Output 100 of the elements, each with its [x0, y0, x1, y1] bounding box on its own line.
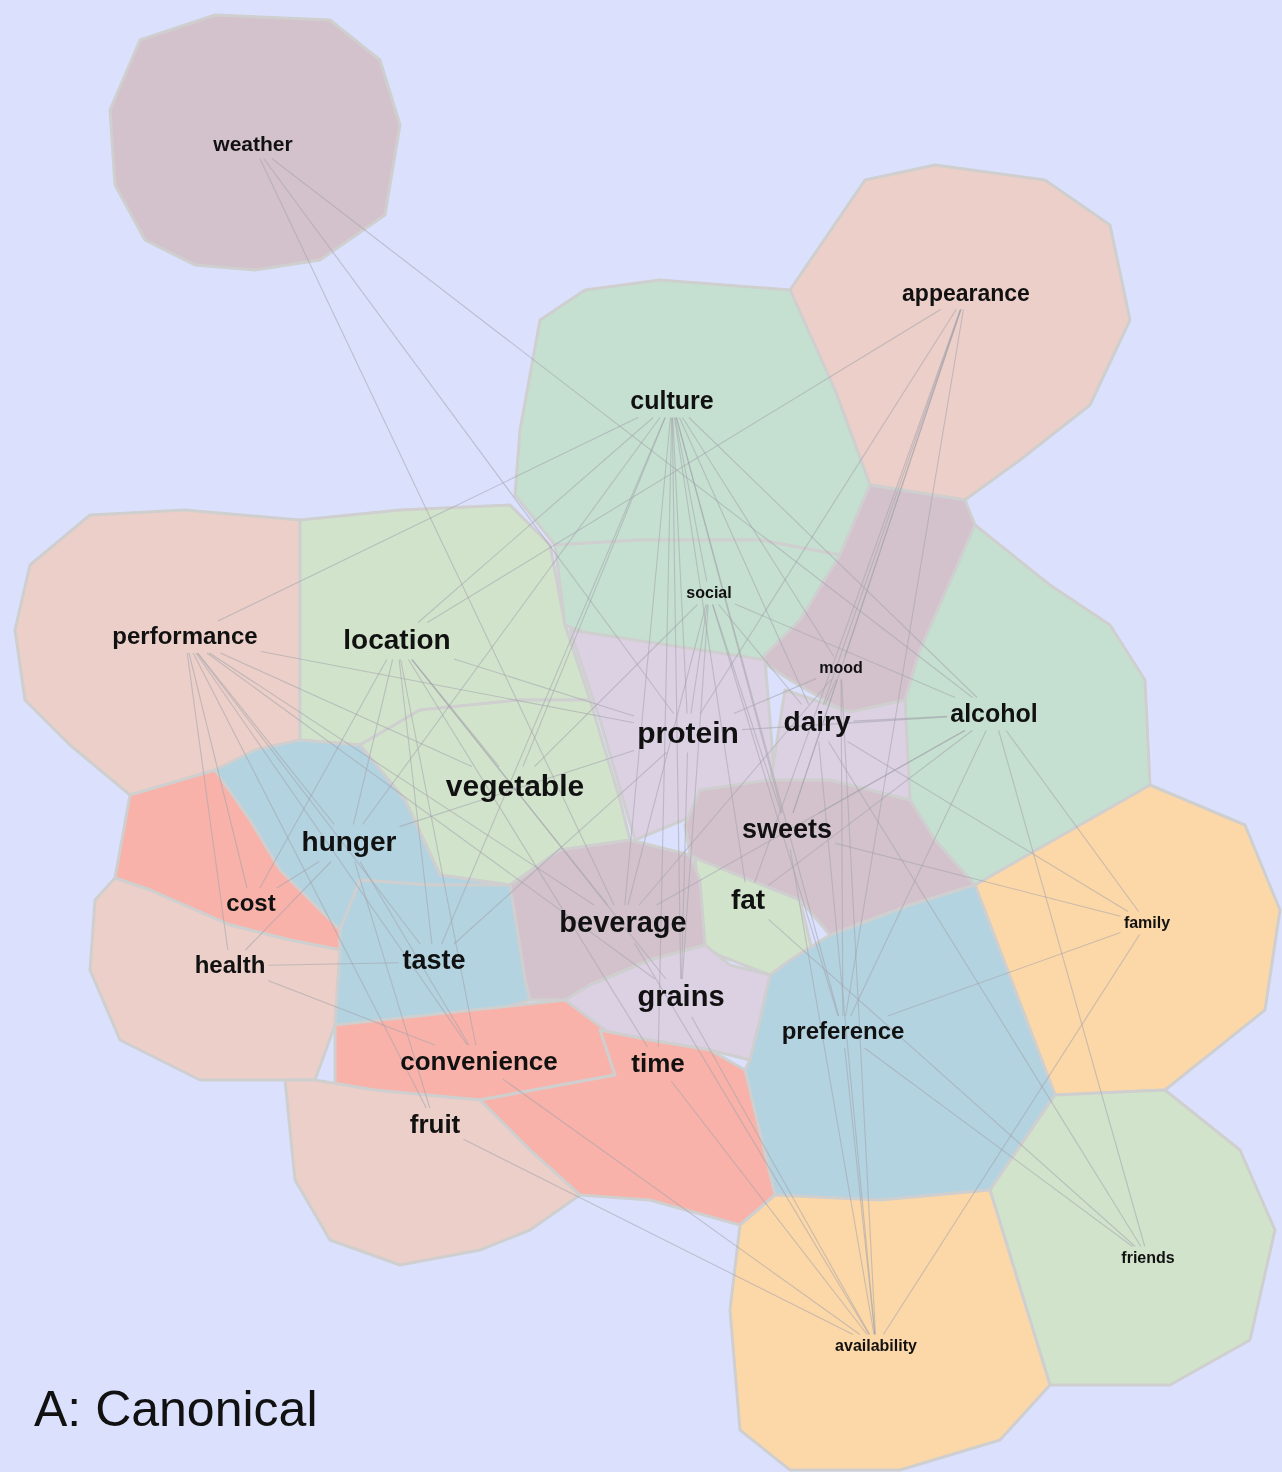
connector-line — [670, 1080, 868, 1336]
connector-line — [887, 931, 1122, 1017]
connector-line — [219, 652, 473, 768]
connector-line — [411, 658, 667, 980]
connector-line — [882, 933, 1141, 1336]
connector-line — [359, 860, 470, 1046]
connector-line — [681, 603, 709, 980]
connector-line — [681, 416, 835, 658]
word-label: health — [193, 952, 267, 980]
connector-line — [398, 749, 635, 828]
word-label: taste — [401, 946, 467, 978]
word-label: social — [685, 583, 733, 603]
connector-line — [792, 678, 838, 814]
word-label: convenience — [399, 1047, 559, 1077]
connector-line — [827, 740, 1142, 1248]
connector-line — [754, 308, 961, 884]
connector-line — [271, 157, 974, 699]
word-label: fat — [729, 884, 767, 918]
connector-line — [411, 658, 500, 768]
connector-line — [244, 860, 332, 951]
connector-line — [441, 416, 666, 945]
connector-line — [197, 652, 335, 826]
connector-line — [718, 603, 803, 706]
word-label: family — [1122, 913, 1172, 933]
connector-line — [263, 157, 675, 715]
word-label: friends — [1120, 1248, 1176, 1268]
connector-line — [672, 416, 688, 715]
connector-line — [188, 652, 248, 889]
connector-line — [690, 603, 708, 715]
connector-line — [844, 1047, 876, 1336]
word-label: sweets — [740, 815, 834, 847]
connector-line — [834, 842, 1122, 917]
connector-line — [417, 416, 654, 624]
connector-line — [792, 308, 962, 814]
connector-line — [657, 416, 673, 1048]
connector-line — [195, 652, 468, 1046]
connector-line — [534, 603, 698, 768]
word-label: protein — [636, 715, 740, 751]
connector-line — [624, 416, 671, 906]
connector-line — [633, 942, 870, 1336]
connector-line — [998, 729, 1146, 1248]
connector-line — [712, 603, 782, 814]
connector-line — [741, 716, 948, 731]
word-label: culture — [629, 386, 715, 416]
word-label: mood — [818, 658, 864, 678]
word-label: time — [630, 1049, 686, 1079]
connector-line — [259, 157, 615, 906]
connector-line — [361, 416, 661, 826]
word-label: grains — [636, 981, 726, 1015]
connector-line — [673, 416, 746, 884]
connector-line — [674, 416, 708, 583]
word-label: preference — [780, 1018, 906, 1046]
connector-line — [1005, 729, 1140, 913]
connector-line — [824, 678, 837, 706]
connector-line — [864, 1047, 1134, 1248]
connector-line — [453, 751, 667, 945]
connector-line — [260, 650, 635, 724]
word-label: performance — [111, 623, 259, 651]
connector-line — [196, 652, 421, 945]
word-label: fruit — [408, 1110, 462, 1140]
connector-line — [627, 603, 707, 906]
word-label: cost — [225, 890, 277, 918]
connector-line — [354, 860, 431, 1109]
connector-line — [671, 416, 682, 980]
connector-line — [656, 729, 966, 906]
connector-line — [699, 308, 957, 715]
connector-line — [400, 658, 477, 1046]
connector-line — [259, 658, 388, 889]
connector-line — [206, 652, 656, 980]
connector-line — [767, 729, 973, 886]
connector-line — [502, 1078, 861, 1336]
connector-line — [845, 308, 964, 1017]
word-label: alcohol — [949, 699, 1039, 729]
connector-line — [426, 308, 942, 624]
connector-line — [733, 678, 817, 715]
connector-line — [522, 416, 666, 768]
word-label: appearance — [901, 280, 1031, 308]
connector-line — [638, 678, 832, 906]
connector-line — [462, 1138, 854, 1336]
connector-line — [276, 860, 320, 889]
connector-line — [734, 603, 956, 699]
word-label: availability — [834, 1336, 918, 1356]
connector-line — [453, 658, 635, 717]
connector-line — [217, 416, 639, 622]
word-label: beverage — [558, 907, 688, 941]
connector-line — [407, 658, 649, 1048]
word-label: weather — [212, 131, 294, 157]
connector-line — [186, 652, 229, 951]
connector-line — [691, 1016, 871, 1336]
connector-line — [398, 658, 433, 945]
diagram-title: A: Canonical — [34, 1380, 318, 1438]
connector-line — [678, 416, 810, 706]
connector-line — [267, 980, 436, 1046]
word-label: dairy — [782, 706, 852, 740]
word-label: vegetable — [444, 768, 586, 804]
connector-line — [352, 658, 394, 826]
connector-line — [680, 751, 689, 980]
connector-line — [688, 416, 978, 699]
connector-line — [675, 416, 840, 1017]
connector-line — [850, 729, 987, 1017]
